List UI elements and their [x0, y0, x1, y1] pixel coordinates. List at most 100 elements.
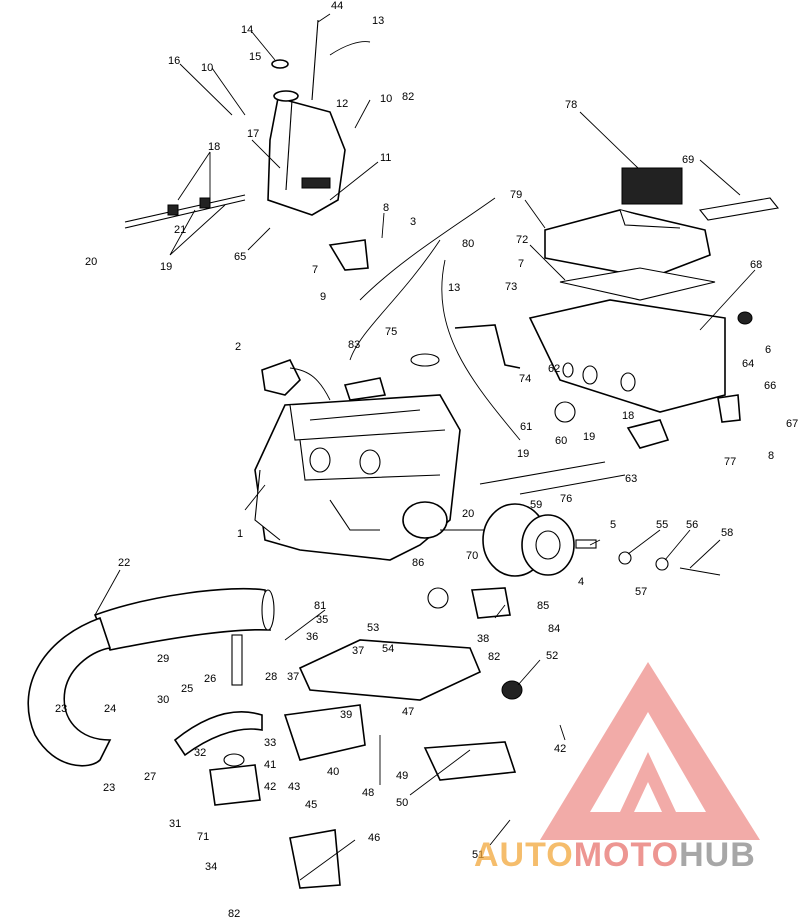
callout-51: 51 [472, 849, 484, 861]
callout-17: 17 [247, 128, 259, 140]
callout-67: 67 [786, 418, 798, 430]
drive-clutch [440, 503, 575, 577]
callout-23: 23 [103, 782, 115, 794]
grommet-6 [737, 311, 753, 325]
callout-32: 32 [194, 747, 206, 759]
watermark-hub: HUB [679, 836, 756, 874]
bracket-84 [471, 587, 511, 619]
airbox-base [528, 299, 726, 413]
callout-73: 73 [505, 281, 517, 293]
callout-12: 12 [336, 98, 348, 110]
callout-11: 11 [380, 152, 391, 164]
callout-86: 86 [412, 557, 424, 569]
bracket-40 [283, 704, 366, 761]
callout-53: 53 [367, 622, 379, 634]
callout-14: 14 [241, 24, 253, 36]
callout-1: 1 [237, 528, 243, 540]
callout-68: 68 [750, 259, 762, 271]
callout-83: 83 [348, 339, 360, 351]
callout-25: 25 [181, 683, 193, 695]
callout-36: 36 [306, 631, 318, 643]
callout-7: 7 [518, 258, 524, 270]
mount-52 [501, 680, 523, 700]
decal-69 [698, 197, 780, 221]
watermark-moto: MOTO [574, 836, 679, 874]
callout-labels: 44 13 14 15 16 10 12 10 82 17 11 18 21 2… [55, 0, 798, 919]
washer-75 [410, 353, 440, 367]
watermark-inner-mark [620, 752, 676, 812]
callout-82: 82 [402, 91, 414, 103]
callout-13: 13 [448, 282, 460, 294]
callout-13: 13 [372, 15, 384, 27]
callout-8: 8 [768, 450, 774, 462]
callout-63: 63 [625, 473, 637, 485]
callout-37: 37 [287, 671, 299, 683]
callout-60: 60 [555, 435, 567, 447]
callout-50: 50 [396, 797, 408, 809]
callout-45: 45 [305, 799, 317, 811]
callout-3: 3 [410, 216, 416, 228]
callout-31: 31 [169, 818, 181, 830]
callout-7: 7 [312, 264, 318, 276]
callout-75: 75 [385, 326, 397, 338]
callout-55: 55 [656, 519, 668, 531]
callout-71: 71 [197, 831, 209, 843]
callout-35: 35 [316, 614, 328, 626]
cap-14 [271, 59, 289, 69]
filler-tube [311, 19, 319, 101]
callout-33: 33 [264, 737, 276, 749]
callout-38: 38 [477, 633, 489, 645]
callout-39: 39 [340, 709, 352, 721]
engine-plate [298, 639, 482, 701]
callout-23: 23 [55, 703, 67, 715]
washer-56 [655, 557, 669, 571]
callout-85: 85 [537, 600, 549, 612]
callout-41: 41 [264, 759, 276, 771]
bracket-64 [717, 394, 741, 423]
callout-82: 82 [228, 908, 240, 919]
callout-80: 80 [462, 238, 474, 250]
callout-81: 81 [314, 600, 326, 612]
callout-10: 10 [380, 93, 392, 105]
callout-77: 77 [724, 456, 736, 468]
plug-boots-83 [343, 377, 387, 401]
pulse-disc-62 [554, 401, 576, 423]
callout-4: 4 [578, 576, 584, 588]
callout-9: 9 [320, 291, 326, 303]
callout-49: 49 [396, 770, 408, 782]
callout-15: 15 [249, 51, 261, 63]
callout-84: 84 [548, 623, 560, 635]
bracket-45 [289, 829, 341, 889]
parts-layer [27, 19, 780, 889]
callout-64: 64 [742, 358, 754, 370]
bracket-74 [454, 324, 521, 369]
plate-50 [423, 741, 517, 781]
callout-29: 29 [157, 653, 169, 665]
callout-21: 21 [174, 224, 186, 236]
callout-19: 19 [160, 261, 172, 273]
callout-76: 76 [560, 493, 572, 505]
muffler [27, 587, 275, 767]
callout-62: 62 [548, 363, 560, 375]
watermark-auto: AUTO [474, 836, 574, 874]
callout-46: 46 [368, 832, 380, 844]
callout-26: 26 [204, 673, 216, 685]
callout-19: 19 [583, 431, 595, 443]
spacer-5 [575, 539, 597, 549]
callout-42: 42 [554, 743, 566, 755]
callout-47: 47 [402, 706, 414, 718]
engine-block [254, 394, 461, 561]
mount-31 [209, 764, 261, 806]
callout-34: 34 [205, 861, 217, 873]
callout-59: 59 [530, 499, 542, 511]
callout-43: 43 [288, 781, 300, 793]
callout-28: 28 [265, 671, 277, 683]
fuel-lines-left [124, 194, 246, 229]
callout-79: 79 [510, 189, 522, 201]
callout-20: 20 [85, 256, 97, 268]
exhaust-manifold [173, 711, 263, 757]
filter-screen [559, 267, 716, 301]
callout-52: 52 [546, 650, 558, 662]
callout-44: 44 [331, 0, 343, 12]
